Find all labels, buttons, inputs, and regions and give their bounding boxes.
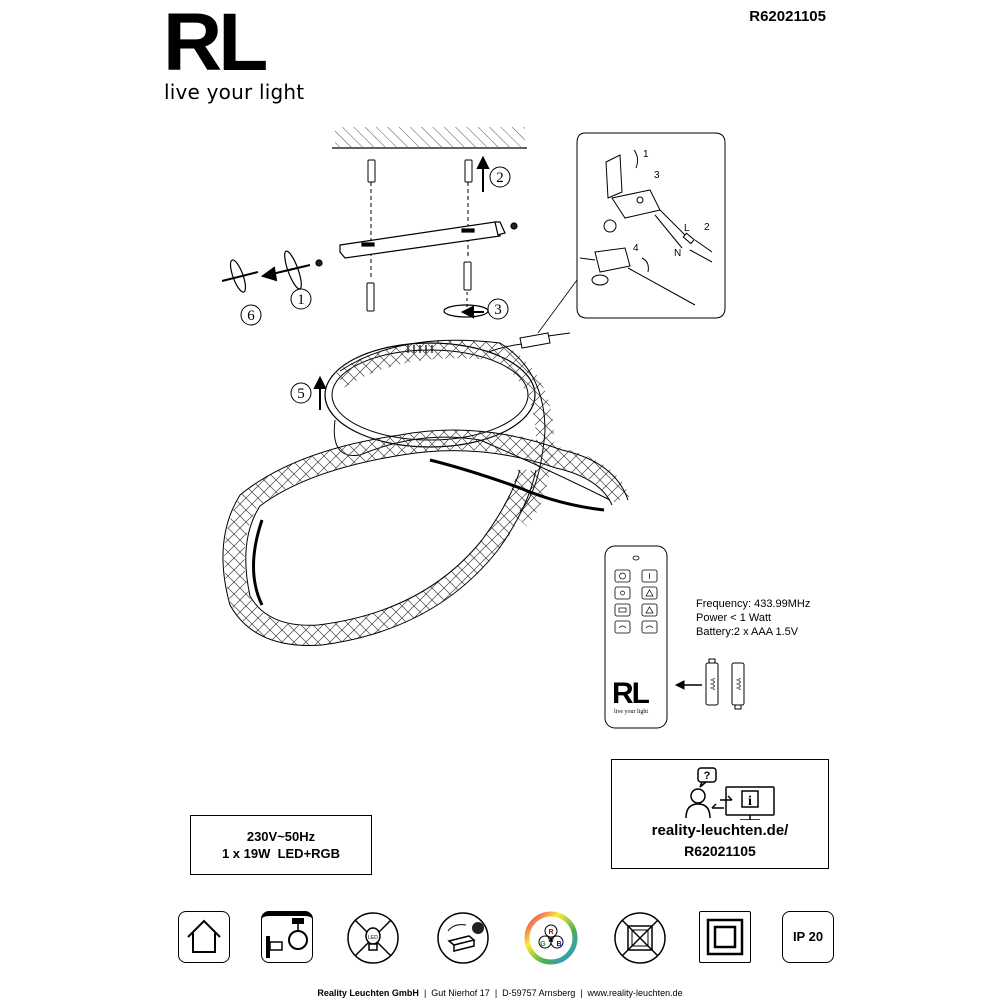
no-cover-icon <box>614 912 666 964</box>
footer: Reality Leuchten GmbH|Gut Nierhof 17|D-5… <box>317 988 683 998</box>
step-2-label: 2 <box>496 170 504 186</box>
step-1-label: 1 <box>297 292 305 308</box>
step-3-label: 3 <box>494 302 502 318</box>
website-url[interactable]: reality-leuchten.de/ <box>651 822 789 839</box>
svg-text:i: i <box>748 794 752 809</box>
ip-rating-badge: IP 20 <box>782 911 834 963</box>
brand-tagline: live your light <box>164 80 305 104</box>
rgb-icon: R G B W <box>524 911 578 965</box>
remote-specs: Frequency: 433.99MHz Power < 1 Watt Batt… <box>696 597 810 639</box>
remote-control: RL live your light <box>604 545 668 729</box>
user-info-icon: ? i <box>685 767 775 820</box>
rgb-letter-r: R <box>548 929 553 936</box>
website-info-box: ? i reality-leuchten.de/ R62021105 <box>611 759 829 869</box>
mounting-bracket <box>315 221 518 267</box>
ceiling <box>332 127 527 149</box>
battery-label-2: AAA <box>737 678 743 690</box>
led-not-replaceable-icon: LED <box>347 912 399 964</box>
rgb-letter-g: G <box>540 941 546 948</box>
spec-frequency: Frequency: 433.99MHz <box>696 598 811 610</box>
rgb-letter-b: B <box>556 941 561 948</box>
step-5-label: 5 <box>297 386 305 402</box>
fix-rings <box>229 250 489 318</box>
detail-label-1: 1 <box>643 149 649 160</box>
brand-logo: RL <box>163 0 268 88</box>
detail-label-neutral: N <box>674 248 681 259</box>
footer-address: Gut Nierhof 17 <box>431 988 490 998</box>
step-6-label: 6 <box>247 308 255 324</box>
rating-voltage: 230V~50Hz <box>246 829 316 844</box>
svg-text:?: ? <box>704 770 711 782</box>
ip-rating-label: IP 20 <box>792 929 824 944</box>
svg-text:LED: LED <box>368 935 378 941</box>
footer-city: D-59757 Arnsberg <box>502 988 576 998</box>
rating-lamp: 1 x 19W LED+RGB <box>221 846 341 861</box>
ceiling-mount-icon <box>261 911 313 963</box>
remote-brand-tagline: live your light <box>614 709 648 715</box>
detail-label-2: 2 <box>704 222 710 233</box>
wiring-detail-panel: 1 2 3 4 L N <box>537 132 726 334</box>
step-arrows <box>221 155 490 410</box>
website-product-code: R62021105 <box>684 843 756 859</box>
driver-separate-icon <box>437 912 489 964</box>
batteries <box>674 658 745 710</box>
product-code: R62021105 <box>749 8 826 25</box>
footer-company: Reality Leuchten GmbH <box>317 988 419 998</box>
rgb-letter-w: W <box>548 938 554 944</box>
protection-class-ii-icon <box>699 911 751 963</box>
footer-website[interactable]: www.reality-leuchten.de <box>587 988 683 998</box>
ceiling-lamp <box>222 339 630 646</box>
wall-plugs <box>366 159 473 312</box>
electrical-rating-box: 230V~50Hz 1 x 19W LED+RGB <box>190 815 372 875</box>
detail-label-4: 4 <box>633 243 639 254</box>
spec-power: Power < 1 Watt <box>696 612 772 624</box>
indoor-use-icon <box>178 911 230 963</box>
detail-label-live: L <box>684 223 690 234</box>
spec-battery: Battery:2 x AAA 1.5V <box>696 626 799 638</box>
detail-label-3: 3 <box>654 170 660 181</box>
battery-label-1: AAA <box>711 678 717 690</box>
remote-brand-mark: RL <box>612 677 650 710</box>
